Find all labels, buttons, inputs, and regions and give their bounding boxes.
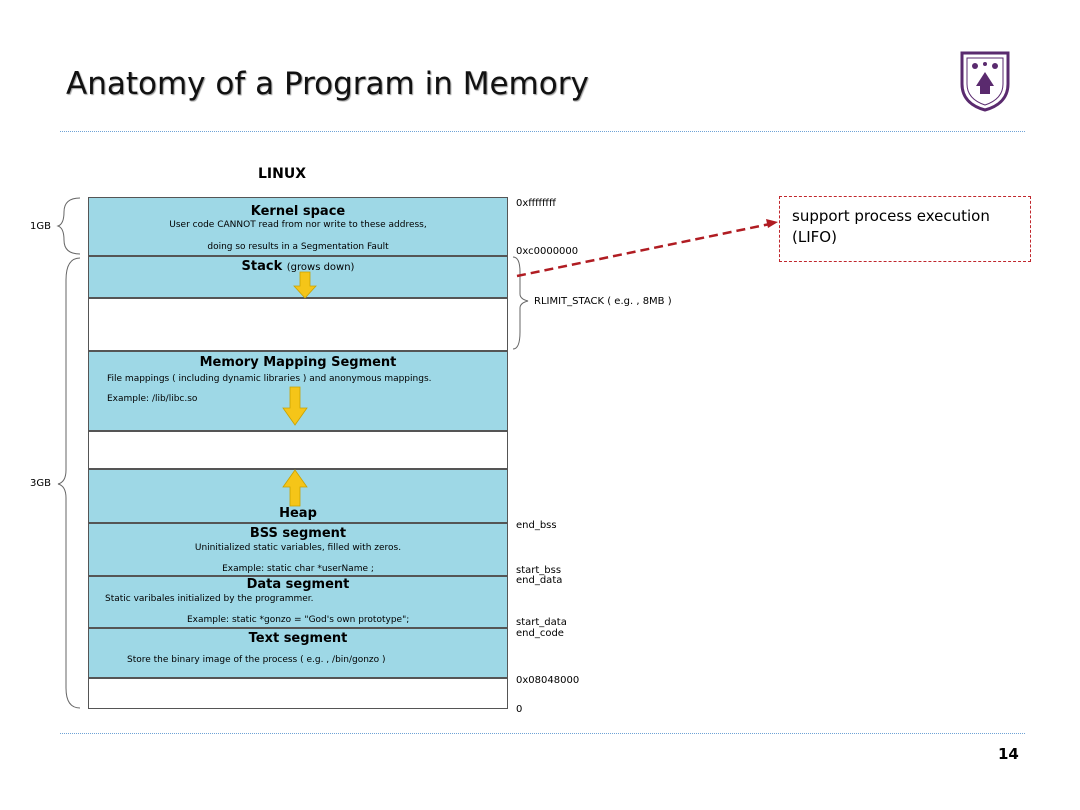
callout-line-2: (LIFO) <box>792 228 837 246</box>
university-logo <box>960 51 1010 112</box>
address-start-data: start_data <box>516 617 567 628</box>
bss-line-2: Example: static char *userName ; <box>222 564 374 574</box>
user-size-label: 3GB <box>30 478 51 489</box>
bss-line-1: Uninitialized static variables, filled w… <box>194 543 402 553</box>
heap-grows-up-arrow <box>282 469 308 507</box>
text-segment: Text segment Store the binary image of t… <box>88 628 508 678</box>
top-separator <box>60 131 1025 132</box>
callout-box: support process execution (LIFO) <box>779 196 1031 262</box>
address-kernel-start: 0xc0000000 <box>516 246 579 257</box>
address-end-data: end_data <box>516 575 563 586</box>
text-segment-title: Text segment <box>248 631 348 646</box>
callout-connector <box>516 222 771 278</box>
stack-grows-down-arrow <box>293 271 317 299</box>
stack-free-space <box>88 298 508 351</box>
data-segment-line-2: Example: static *gonzo = "God's own prot… <box>187 615 410 625</box>
data-segment-line-1: Static varibales initialized by the prog… <box>105 594 314 604</box>
address-start-bss: start_bss <box>516 565 562 576</box>
memory-mapping-title: Memory Mapping Segment <box>199 355 397 370</box>
os-label: LINUX <box>258 166 307 182</box>
reserved-low-memory <box>88 678 508 709</box>
callout-connector-arrowhead <box>766 219 778 228</box>
data-segment: Data segment Static varibales initialize… <box>88 576 508 628</box>
data-segment-title: Data segment <box>246 577 350 592</box>
rlimit-stack-label: RLIMIT_STACK ( e.g. , 8MB ) <box>534 296 672 307</box>
address-end-bss: end_bss <box>516 520 557 531</box>
kernel-size-label: 1GB <box>30 221 51 232</box>
kernel-space-line-2: doing so results in a Segmentation Fault <box>207 242 389 252</box>
stack-note: (grows down) <box>286 262 355 273</box>
stack-title: Stack (grows down) <box>89 259 507 274</box>
kernel-size-brace <box>56 197 81 255</box>
slide-title: Anatomy of a Program in Memory <box>66 66 589 102</box>
mmap-grows-down-arrow <box>282 386 308 426</box>
address-end-code: end_code <box>516 628 564 639</box>
address-text-start: 0x08048000 <box>516 675 580 686</box>
address-zero: 0 <box>516 704 523 715</box>
kernel-space-title: Kernel space <box>250 204 346 219</box>
memory-mapping-line-2: Example: /lib/libc.so <box>107 394 198 404</box>
kernel-space-segment: Kernel space User code CANNOT read from … <box>88 197 508 256</box>
user-size-brace <box>57 257 81 709</box>
callout-line-1: support process execution <box>792 207 990 225</box>
memory-mapping-line-1: File mappings ( including dynamic librar… <box>107 374 432 384</box>
bss-title: BSS segment <box>249 526 347 541</box>
stack-segment: Stack (grows down) <box>88 256 508 298</box>
kernel-space-line-1: User code CANNOT read from nor write to … <box>169 220 427 230</box>
address-top: 0xffffffff <box>516 198 556 209</box>
bottom-separator <box>60 733 1025 734</box>
bss-segment: BSS segment Uninitialized static variabl… <box>88 523 508 576</box>
heap-title: Heap <box>279 506 317 521</box>
heap-free-space <box>88 431 508 469</box>
rlimit-brace <box>512 256 529 350</box>
page-number: 14 <box>998 745 1019 763</box>
stack-title-text: Stack <box>241 259 283 274</box>
text-segment-line-1: Store the binary image of the process ( … <box>127 655 386 665</box>
